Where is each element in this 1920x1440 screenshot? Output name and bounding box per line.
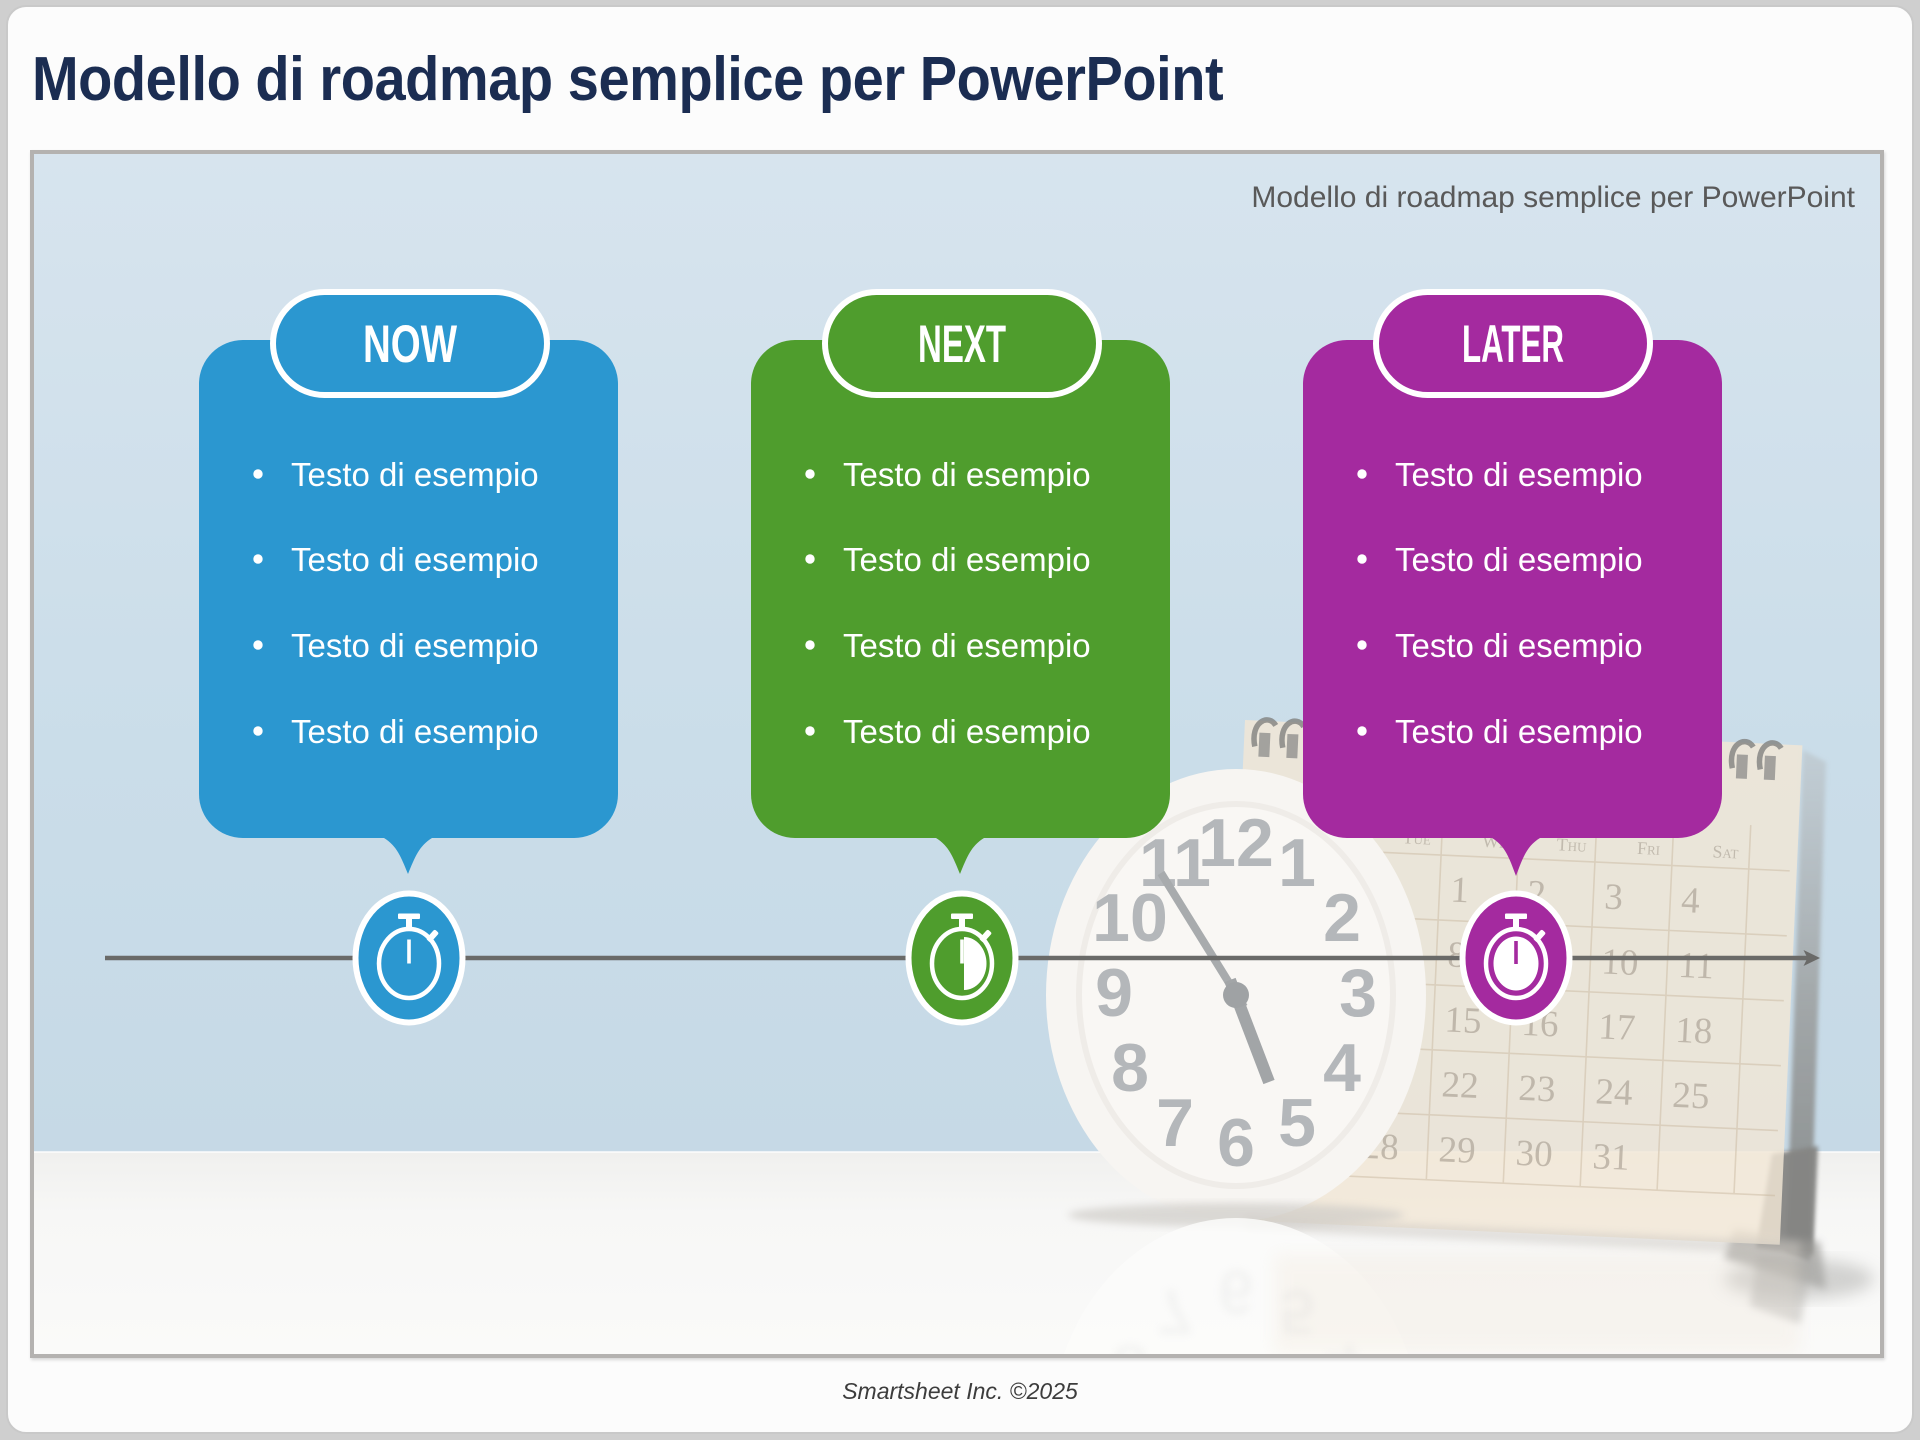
svg-text:1: 1 [1278,825,1316,901]
svg-text:3: 3 [1339,955,1377,1031]
svg-text:Testo di esempio: Testo di esempio [1395,713,1643,750]
svg-text:8: 8 [1111,1030,1149,1106]
svg-text:22: 22 [1441,1064,1480,1107]
svg-text:5: 5 [1278,1085,1316,1161]
svg-text:7: 7 [1157,1276,1193,1348]
svg-text:10: 10 [1092,880,1168,956]
svg-text:Testo di esempio: Testo di esempio [843,627,1091,664]
svg-text:8: 8 [1112,1331,1148,1354]
svg-text:Testo di esempio: Testo di esempio [843,456,1091,493]
svg-text:10: 10 [1600,941,1639,984]
svg-text:NEXT: NEXT [918,315,1006,374]
svg-text:9: 9 [1095,955,1133,1031]
svg-text:NOW: NOW [363,315,457,374]
svg-text:30: 30 [1515,1133,1554,1176]
svg-text:Testo di esempio: Testo di esempio [291,456,539,493]
svg-text:FRI: FRI [1637,838,1661,859]
svg-text:Testo di esempio: Testo di esempio [291,627,539,664]
svg-text:11: 11 [1677,945,1714,988]
svg-text:25: 25 [1671,1075,1710,1118]
svg-text:15: 15 [1444,999,1483,1042]
svg-text:3: 3 [1603,877,1623,919]
svg-text:Testo di esempio: Testo di esempio [291,541,539,578]
svg-text:5: 5 [1279,1276,1315,1348]
svg-text:2: 2 [1323,880,1361,956]
svg-text:Testo di esempio: Testo di esempio [843,713,1091,750]
svg-text:Modello di roadmap semplice pe: Modello di roadmap semplice per PowerPoi… [1251,181,1855,214]
svg-text:Testo di esempio: Testo di esempio [843,541,1091,578]
svg-text:LATER: LATER [1462,315,1564,374]
svg-text:4: 4 [1680,880,1700,922]
svg-text:4: 4 [1324,1331,1360,1354]
svg-text:THU: THU [1556,834,1587,855]
svg-text:SAT: SAT [1712,841,1739,862]
svg-text:Testo di esempio: Testo di esempio [291,713,539,750]
svg-text:17: 17 [1598,1006,1637,1049]
svg-text:6: 6 [1217,1105,1255,1181]
svg-text:7: 7 [1156,1085,1194,1161]
svg-text:24: 24 [1595,1071,1634,1114]
svg-text:1: 1 [1450,870,1470,912]
svg-text:31: 31 [1592,1136,1631,1179]
svg-text:4: 4 [1323,1030,1361,1106]
svg-text:Testo di esempio: Testo di esempio [1395,456,1643,493]
svg-text:Testo di esempio: Testo di esempio [1395,541,1643,578]
svg-text:23: 23 [1518,1068,1557,1111]
svg-text:12: 12 [1198,805,1274,881]
svg-text:29: 29 [1438,1129,1477,1172]
svg-text:6: 6 [1218,1256,1254,1328]
svg-text:18: 18 [1674,1010,1713,1053]
svg-text:Testo di esempio: Testo di esempio [1395,627,1643,664]
